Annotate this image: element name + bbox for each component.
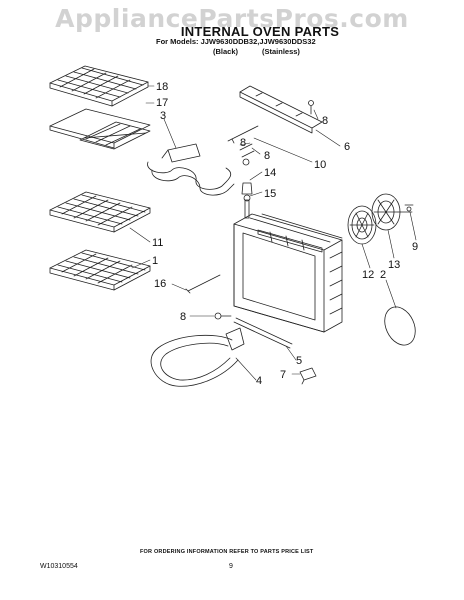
callout-labels: 18 17 3 8 8 8 6 10 14 15 11 1 16 8 5 4 7… bbox=[152, 81, 418, 387]
leader-lines bbox=[129, 85, 417, 381]
broil-element-3 bbox=[147, 143, 235, 196]
callout-16: 16 bbox=[154, 278, 166, 290]
callout-7: 7 bbox=[280, 369, 286, 381]
callout-17: 17 bbox=[156, 97, 168, 109]
fan-cover-2 bbox=[384, 306, 416, 346]
callout-2: 2 bbox=[380, 269, 386, 281]
model-numbers: For Models: JJW9630DDB32,JJW9630DDS32 bbox=[156, 37, 316, 46]
finish-stainless: (Stainless) bbox=[262, 47, 300, 56]
page-title: INTERNAL OVEN PARTS bbox=[180, 24, 340, 39]
convection-fan-12 bbox=[347, 205, 377, 245]
finish-black: (Black) bbox=[213, 47, 239, 56]
fasteners-and-sensors bbox=[214, 100, 414, 320]
callout-12: 12 bbox=[362, 269, 374, 281]
callout-8a: 8 bbox=[240, 137, 246, 149]
fan-motor-13 bbox=[371, 193, 413, 231]
callout-5: 5 bbox=[296, 355, 302, 367]
callout-13: 13 bbox=[388, 259, 400, 271]
clip-7 bbox=[299, 367, 317, 385]
watermark: AppliancePartsPros.com bbox=[55, 4, 409, 33]
oven-cavity bbox=[233, 213, 343, 333]
bake-element-4 bbox=[150, 327, 245, 387]
document-number: W10310554 bbox=[40, 563, 78, 570]
callout-10: 10 bbox=[314, 159, 326, 171]
callout-9: 9 bbox=[412, 241, 418, 253]
callout-3: 3 bbox=[160, 110, 166, 122]
callout-1: 1 bbox=[152, 255, 158, 267]
callout-8c: 8 bbox=[322, 115, 328, 127]
oven-rack-18 bbox=[49, 65, 149, 107]
callout-8b: 8 bbox=[264, 150, 270, 162]
callout-14: 14 bbox=[264, 167, 276, 179]
bake-rod-5 bbox=[233, 317, 293, 349]
callout-8d: 8 bbox=[180, 311, 186, 323]
callout-11: 11 bbox=[152, 237, 163, 249]
ordering-note: FOR ORDERING INFORMATION REFER TO PARTS … bbox=[140, 549, 314, 555]
callout-15: 15 bbox=[264, 188, 276, 200]
oven-rack-1 bbox=[49, 249, 151, 291]
callout-6: 6 bbox=[344, 141, 350, 153]
callout-18: 18 bbox=[156, 81, 168, 93]
oven-rack-17 bbox=[49, 108, 151, 150]
callout-4: 4 bbox=[256, 375, 262, 387]
top-bracket-6 bbox=[239, 85, 323, 134]
sensor-rod-16 bbox=[185, 274, 221, 294]
page-number: 9 bbox=[229, 563, 233, 570]
oven-rack-11 bbox=[49, 191, 151, 233]
